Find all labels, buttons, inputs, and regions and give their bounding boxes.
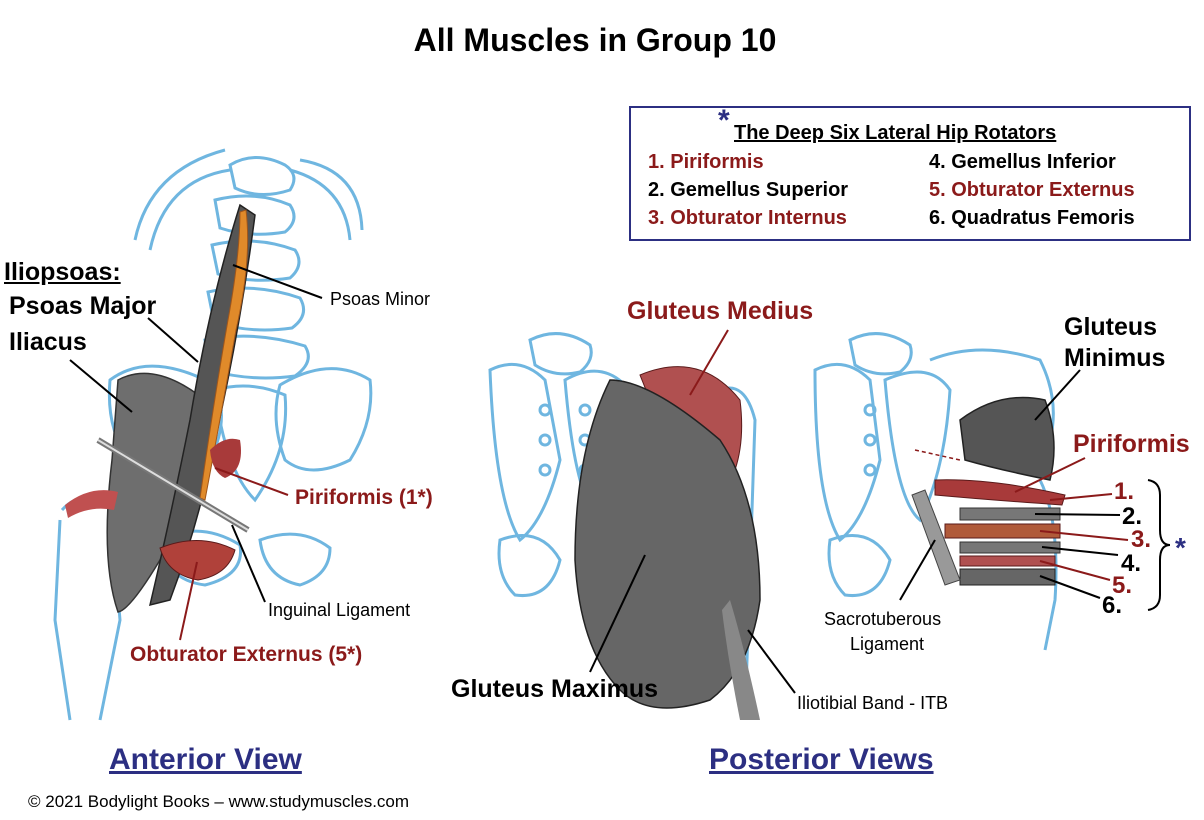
legend-item: 4. Gemellus Inferior [929, 151, 1116, 173]
label-gluteus-minimus-line2: Minimus [1064, 344, 1166, 372]
rotator-number: 2. [1122, 503, 1143, 530]
copyright-footer: © 2021 Bodylight Books – www.studymuscle… [28, 792, 410, 811]
legend-title: The Deep Six Lateral Hip Rotators [734, 122, 1057, 144]
label-gluteus-maximus: Gluteus Maximus [451, 675, 658, 703]
rotator-number: 3. [1131, 526, 1152, 553]
legend-item: 1. Piriformis [648, 151, 764, 173]
label-psoas-minor: Psoas Minor [330, 289, 431, 309]
posterior-muscles-2 [911, 396, 1066, 586]
label-piriformis-anterior: Piriformis (1*) [295, 486, 433, 509]
legend-item: 2. Gemellus Superior [648, 179, 849, 201]
anterior-muscles [65, 203, 256, 613]
label-gluteus-minimus-line1: Gluteus [1064, 313, 1158, 341]
label-iliopsoas: Iliopsoas: [4, 258, 121, 286]
rotator-number: 4. [1121, 550, 1142, 577]
anterior-leader-lines [69, 264, 323, 641]
label-sacrotuberous-line1: Sacrotuberous [824, 609, 942, 629]
legend-item: 6. Quadratus Femoris [929, 207, 1135, 229]
label-psoas-major: Psoas Major [9, 292, 157, 320]
deep-six-legend: * The Deep Six Lateral Hip Rotators 1. P… [629, 104, 1191, 241]
rotator-number: 5. [1112, 572, 1133, 599]
label-inguinal-ligament: Inguinal Ligament [268, 600, 411, 620]
brace-asterisk: * [1175, 532, 1186, 563]
anterior-view-label: Anterior View [109, 743, 302, 776]
posterior-leader-lines-1 [589, 329, 796, 694]
page-title: All Muscles in Group 10 [413, 22, 777, 58]
label-gluteus-medius: Gluteus Medius [627, 297, 814, 325]
posterior-leader-lines-2 [899, 369, 1171, 611]
label-iliacus: Iliacus [9, 328, 87, 356]
legend-asterisk: * [718, 104, 730, 137]
legend-item: 3. Obturator Internus [648, 207, 847, 229]
rotator-number: 1. [1114, 478, 1135, 505]
label-obturator-externus: Obturator Externus (5*) [130, 643, 363, 666]
label-sacrotuberous-line2: Ligament [850, 634, 925, 654]
legend-item: 5. Obturator Externus [929, 179, 1135, 201]
rotator-number: 6. [1102, 592, 1123, 619]
label-itb: Iliotibial Band - ITB [797, 693, 949, 713]
label-piriformis-posterior: Piriformis [1073, 430, 1190, 458]
posterior-views-label: Posterior Views [709, 743, 934, 776]
posterior-muscles-1 [574, 366, 761, 720]
